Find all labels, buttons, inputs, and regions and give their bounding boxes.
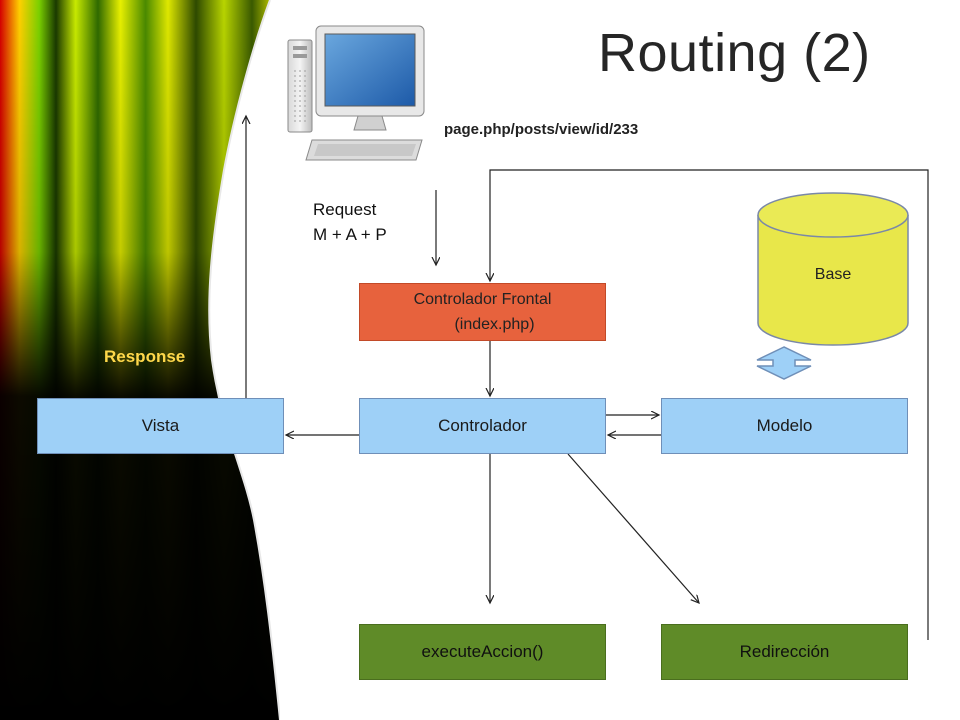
page-title: Routing (2): [598, 23, 871, 83]
double-arrow-icon: [756, 346, 812, 380]
front-controller-label: Controlador Frontal: [413, 291, 552, 308]
redirect-box: Redirección: [661, 624, 908, 680]
curtain-background: [0, 0, 280, 720]
request-label-line1: Request: [313, 200, 377, 219]
response-label: Response: [104, 347, 186, 366]
front-controller-box: Controlador Frontal (index.php): [359, 283, 606, 341]
computer-icon: [287, 25, 425, 161]
database-icon: [757, 192, 909, 346]
request-label: Request M + A + P: [313, 197, 387, 247]
database-label: Base: [814, 266, 852, 283]
front-controller-file-label: (index.php): [454, 316, 535, 333]
redirect-loop-arrow: [490, 169, 929, 640]
execute-action-box: executeAccion(): [359, 624, 606, 680]
model-box: Modelo: [661, 398, 908, 454]
request-url-label: page.php/posts/view/id/233: [444, 121, 639, 138]
controlador-to-redireccion-arrow: [567, 453, 699, 603]
controller-box: Controlador: [359, 398, 606, 454]
view-box: Vista: [37, 398, 284, 454]
request-label-line2: M + A + P: [313, 225, 387, 244]
